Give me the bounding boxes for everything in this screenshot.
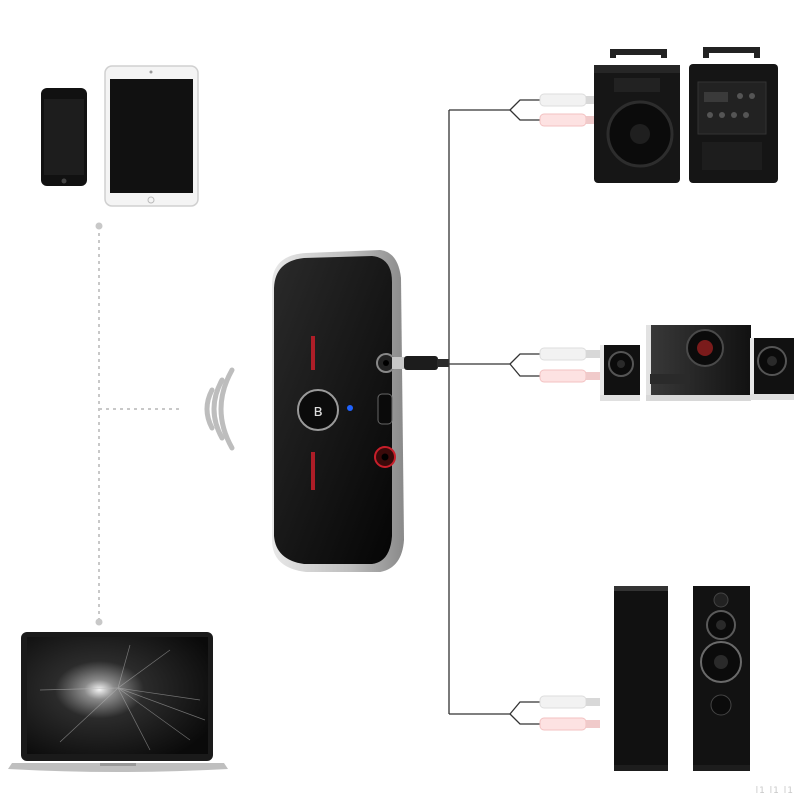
audio-cables [448,99,540,725]
rca-plugs [539,93,600,731]
laptop [8,632,228,772]
subwoofer [646,325,751,401]
tablet [104,65,199,207]
svg-text:ʙ: ʙ [313,401,322,420]
status-led [347,405,353,411]
tower-speaker-right [693,586,750,771]
bluetooth-adapter: ʙ [272,250,404,572]
tower-speaker-left [614,586,668,771]
mode-switch [377,393,393,425]
smartphone [41,88,87,186]
pa-speaker-front [594,49,680,183]
watermark-text: l1 l1 l1 [755,786,794,796]
pa-speaker-back [689,47,778,183]
aux-cable-plug [392,356,449,370]
desktop-speaker-left [600,345,640,401]
wireless-signal-icon [204,367,235,451]
desktop-speaker-right [750,338,794,400]
audio-jack-bottom [374,446,396,468]
wireless-connection-lines [95,222,180,626]
bluetooth-pair-button: ʙ [297,389,339,431]
